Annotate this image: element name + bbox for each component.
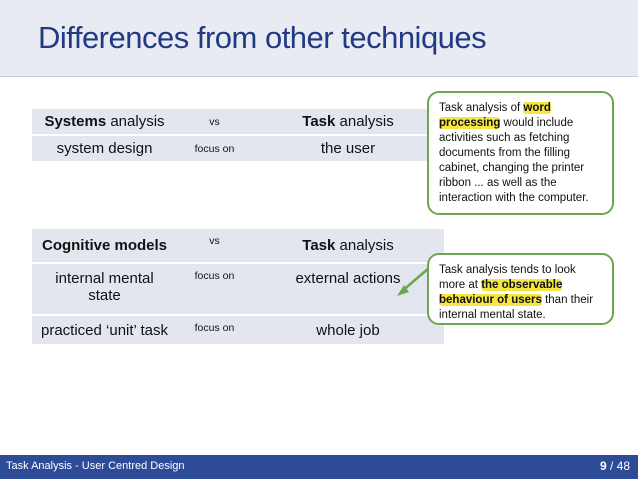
table-cell-mid: focus on bbox=[177, 135, 252, 163]
page-number: 9 / 48 bbox=[599, 459, 630, 473]
table-cell-mid: focus on bbox=[177, 263, 252, 316]
highlight-text: processing bbox=[439, 117, 501, 129]
table-cell-right: the user bbox=[252, 135, 444, 163]
table-cell-right: whole job bbox=[252, 315, 444, 346]
table-header-left: Systems analysis bbox=[32, 109, 177, 136]
cognitive-vs-task-table: Cognitive models vs Task analysis intern… bbox=[32, 229, 444, 346]
table-row: system design focus on the user bbox=[32, 135, 444, 163]
footer-title: Task Analysis - User Centred Design bbox=[6, 460, 185, 472]
table-header-left: Cognitive models bbox=[32, 229, 177, 264]
table-cell-left: system design bbox=[32, 135, 177, 163]
highlight-text: word bbox=[523, 102, 551, 114]
callout-observable-behaviour: Task analysis tends to look more at the … bbox=[427, 253, 614, 325]
table-cell-left: practiced ‘unit’ task bbox=[32, 315, 177, 346]
table-header-row: Cognitive models vs Task analysis bbox=[32, 229, 444, 264]
systems-vs-task-table: Systems analysis vs Task analysis system… bbox=[32, 109, 444, 163]
callout-pointer-arrow bbox=[397, 267, 430, 296]
table-row: practiced ‘unit’ task focus on whole job bbox=[32, 315, 444, 346]
highlight-text: the observable bbox=[481, 279, 563, 291]
title-bar: Differences from other techniques bbox=[0, 0, 638, 77]
highlight-text: behaviour of users bbox=[439, 294, 542, 306]
table-cell-right: external actions bbox=[252, 263, 444, 316]
table-cell-left: internal mental state bbox=[32, 263, 177, 316]
table-row: internal mental state focus on external … bbox=[32, 263, 444, 316]
table-header-row: Systems analysis vs Task analysis bbox=[32, 109, 444, 136]
page-title: Differences from other techniques bbox=[38, 20, 487, 55]
footer-bar: Task Analysis - User Centred Design 9 / … bbox=[0, 455, 638, 479]
table-header-vs: vs bbox=[177, 229, 252, 264]
table-header-right: Task analysis bbox=[252, 109, 444, 136]
table-header-vs: vs bbox=[177, 109, 252, 136]
table-header-right: Task analysis bbox=[252, 229, 444, 264]
table-cell-mid: focus on bbox=[177, 315, 252, 346]
